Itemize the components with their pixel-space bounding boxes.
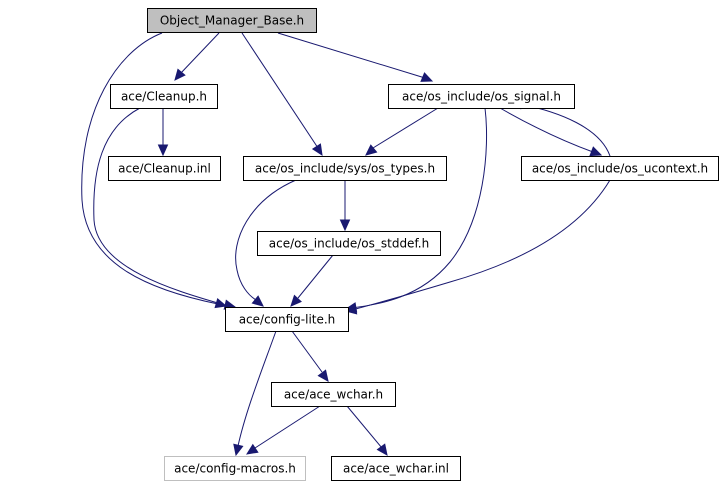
node-box (271, 382, 396, 407)
node-label: ace/ace_wchar.inl (343, 462, 449, 476)
node-box (331, 456, 461, 481)
edge-line (519, 103, 611, 157)
node-config-lite[interactable]: ace/config-lite.h (225, 307, 349, 332)
node-label: ace/ace_wchar.h (284, 388, 383, 402)
edge-signal_h-to-ucontext_h (499, 107, 603, 157)
node-wchar-h[interactable]: ace/ace_wchar.h (271, 382, 396, 407)
edge-line (93, 107, 229, 307)
node-label: ace/os_include/sys/os_types.h (255, 162, 435, 176)
edge-line (346, 405, 383, 449)
edge-line (179, 32, 220, 75)
edge-arrowhead (339, 219, 351, 232)
edge-types_h-to-stddef_h (339, 180, 351, 232)
node-label: ace/os_include/os_signal.h (402, 90, 561, 104)
edge-signal_h-to-config_lite (344, 107, 487, 313)
node-signal-h[interactable]: ace/os_include/os_signal.h (388, 84, 575, 109)
edge-arrowhead (251, 295, 264, 307)
node-box (243, 156, 447, 181)
edge-line (351, 179, 611, 311)
edge-arrowhead (245, 443, 259, 455)
node-box (388, 84, 575, 109)
edge-line (277, 32, 426, 79)
edge-line (237, 330, 277, 447)
edge-omb-to-types_h (241, 32, 323, 157)
edge-signal_h-to-types_h (365, 107, 439, 156)
edge-config_lite-to-config_macros (233, 330, 277, 457)
node-box (108, 156, 221, 181)
edge-wchar_h-to-wchar_inl (346, 405, 388, 456)
edge-arrowhead (365, 144, 378, 156)
edge-arrowhead (376, 443, 388, 456)
node-box (225, 307, 349, 332)
node-label: Object_Manager_Base.h (160, 14, 304, 28)
node-omb[interactable]: Object_Manager_Base.h (147, 8, 317, 33)
edge-arrowhead (233, 443, 244, 457)
edge-line (241, 32, 319, 149)
node-box (147, 8, 317, 33)
edge-line (291, 330, 323, 373)
edge-arrowhead (317, 369, 329, 382)
edge-arrowhead (290, 294, 302, 307)
edge-arrowhead (174, 68, 186, 81)
node-cleanup-inl[interactable]: ace/Cleanup.inl (108, 156, 221, 181)
edge-arrowhead (311, 143, 323, 157)
edges-layer (81, 32, 611, 457)
node-config-macros: ace/config-macros.h (164, 456, 306, 481)
node-cleanup-h[interactable]: ace/Cleanup.h (110, 84, 218, 109)
node-stddef-h[interactable]: ace/os_include/os_stddef.h (257, 231, 441, 256)
edge-line (499, 107, 594, 153)
edge-arrowhead (420, 72, 434, 82)
edge-cleanup_h-to-config_lite (93, 107, 237, 310)
nodes-layer: Object_Manager_Base.h ace/Cleanup.h ace/os… (108, 8, 719, 481)
node-label: ace/os_include/os_ucontext.h (532, 162, 708, 176)
edge-line (351, 107, 487, 309)
node-label: ace/config-lite.h (239, 313, 336, 327)
node-types-h[interactable]: ace/os_include/sys/os_types.h (243, 156, 447, 181)
edge-line (254, 405, 321, 449)
node-box (521, 156, 719, 181)
edge-omb-to-cleanup_h (174, 32, 220, 81)
edge-types_h-to-config_lite (235, 179, 297, 307)
edge-stddef_h-to-config_lite (290, 254, 334, 307)
node-label: ace/config-macros.h (174, 462, 296, 476)
node-box (257, 231, 441, 256)
edge-config_lite-to-wchar_h (291, 330, 329, 382)
node-wchar-inl[interactable]: ace/ace_wchar.inl (331, 456, 461, 481)
node-label: ace/Cleanup.h (121, 90, 207, 104)
edge-wchar_h-to-config_macros (245, 405, 321, 455)
edge-arrowhead (589, 146, 603, 157)
edge-arrowhead (214, 298, 228, 309)
edge-omb-to-signal_h (277, 32, 434, 82)
edge-line (372, 107, 439, 149)
edge-cleanup_h-to-cleanup_inl (157, 108, 169, 157)
node-label: ace/os_include/os_stddef.h (269, 237, 429, 251)
node-label: ace/Cleanup.inl (118, 162, 211, 176)
edge-arrowhead (157, 144, 169, 157)
edge-line (297, 254, 334, 299)
edge-omb-to-config_lite (81, 32, 228, 309)
edge-line (235, 179, 297, 301)
node-box (110, 84, 218, 109)
node-ucontext-h[interactable]: ace/os_include/os_ucontext.h (521, 156, 719, 181)
node-box (164, 456, 306, 481)
edge-line (81, 32, 219, 305)
